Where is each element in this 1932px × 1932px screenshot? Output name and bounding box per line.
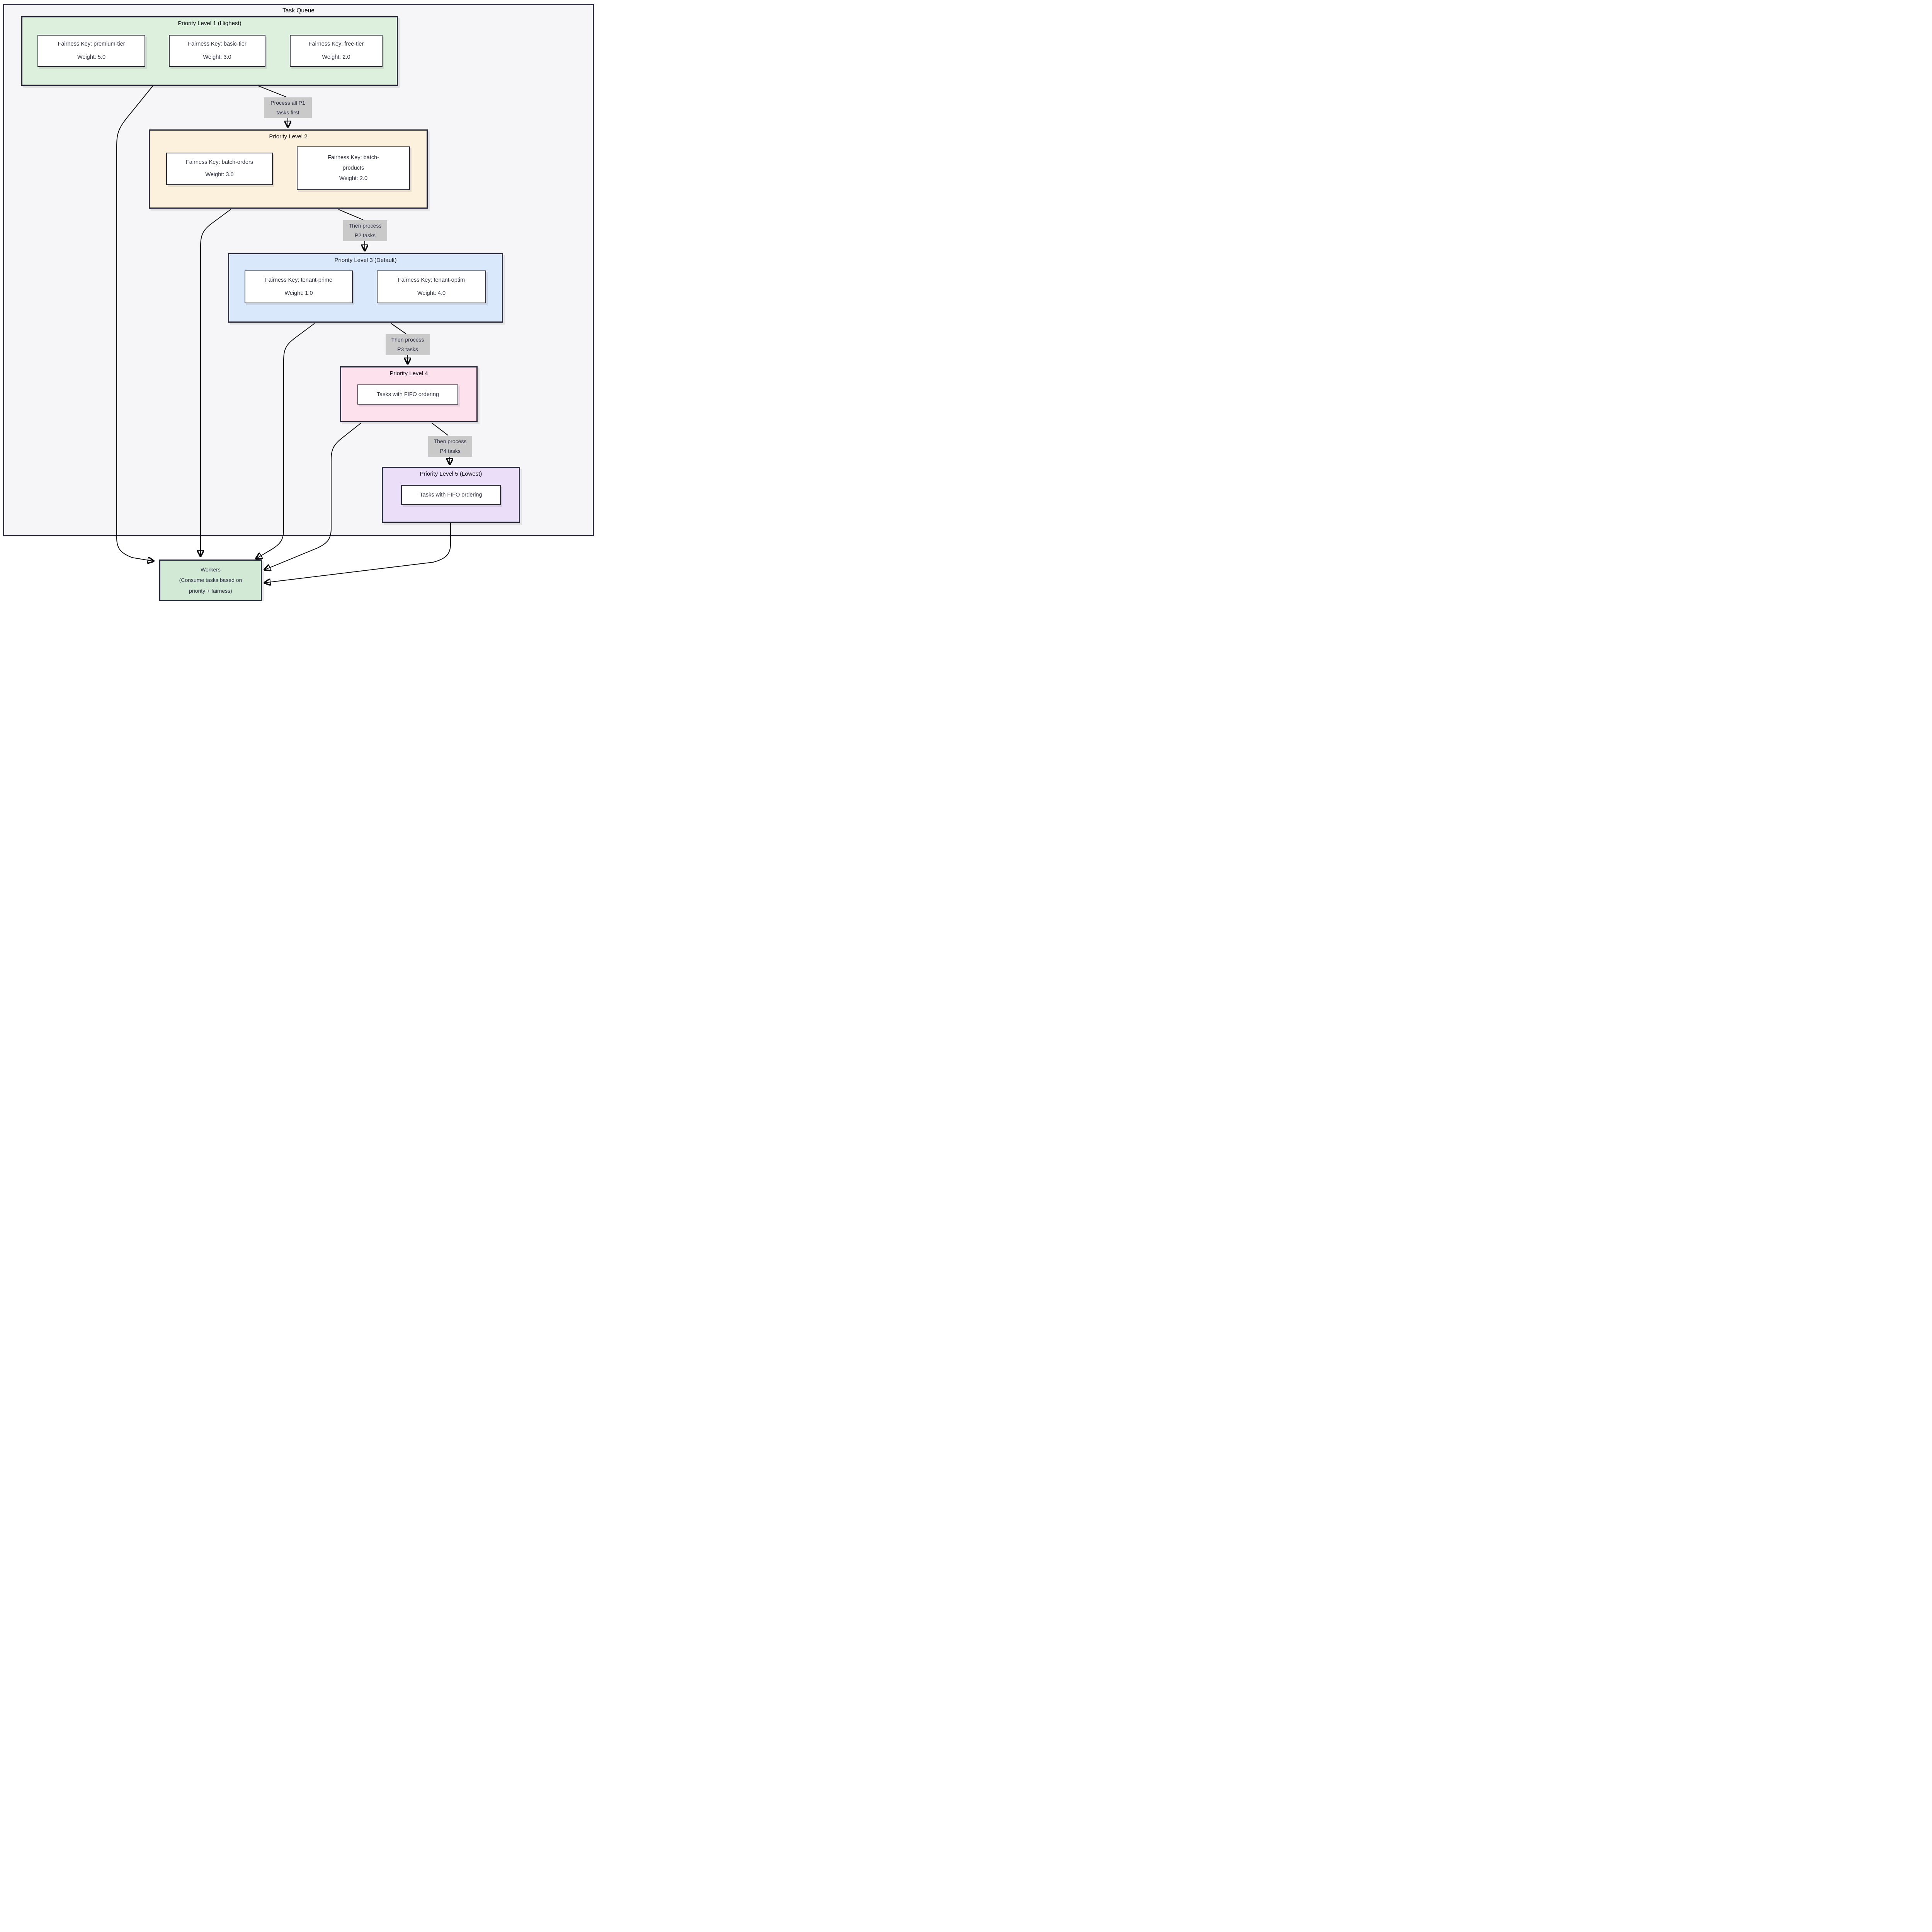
cluster-priority-2-title: Priority Level 2 bbox=[269, 133, 308, 140]
edge-p4-to-workers bbox=[265, 423, 361, 570]
cluster-priority-1-title: Priority Level 1 (Highest) bbox=[178, 20, 242, 27]
cluster-priority-5-title: Priority Level 5 (Lowest) bbox=[420, 471, 482, 477]
edge-p3-to-workers bbox=[257, 323, 315, 558]
node-workers: Workers (Consume tasks based on priority… bbox=[159, 560, 262, 601]
node-basic-tier: Fairness Key: basic-tier Weight: 3.0 bbox=[169, 35, 265, 67]
edge-p1-to-workers bbox=[116, 86, 153, 561]
edge-p1-to-label bbox=[258, 85, 287, 97]
node-tenant-prime: Fairness Key: tenant-prime Weight: 1.0 bbox=[245, 270, 353, 303]
edge-p2-to-label bbox=[338, 209, 364, 220]
node-free-tier: Fairness Key: free-tier Weight: 2.0 bbox=[290, 35, 383, 67]
flowchart: Task Queue Priority Level 1 (Highest) Fa… bbox=[0, 0, 596, 601]
node-tenant-optim: Fairness Key: tenant-optim Weight: 4.0 bbox=[377, 270, 486, 303]
edge-label-p1-p2: Process all P1 tasks first bbox=[264, 97, 312, 119]
edge-p3-to-label bbox=[391, 323, 406, 334]
edge-label-p4-p5: Then process P4 tasks bbox=[428, 436, 472, 457]
edge-p2-to-workers bbox=[201, 209, 231, 556]
node-batch-orders: Fairness Key: batch-orders Weight: 3.0 bbox=[166, 153, 273, 185]
cluster-priority-4-title: Priority Level 4 bbox=[389, 370, 428, 377]
node-fifo-p5: Tasks with FIFO ordering bbox=[401, 485, 501, 505]
edge-label-p3-p4: Then process P3 tasks bbox=[386, 334, 430, 355]
edge-p5-to-workers bbox=[265, 523, 451, 583]
cluster-priority-3-title: Priority Level 3 (Default) bbox=[334, 257, 397, 264]
node-premium-tier: Fairness Key: premium-tier Weight: 5.0 bbox=[37, 35, 145, 67]
edge-label-p2-p3: Then process P2 tasks bbox=[343, 220, 387, 242]
node-batch-products: Fairness Key: batch- products Weight: 2.… bbox=[297, 146, 410, 190]
task-queue-title: Task Queue bbox=[282, 7, 315, 14]
edge-p4-to-label bbox=[432, 423, 449, 436]
edges-layer bbox=[116, 85, 596, 601]
node-fifo-p4: Tasks with FIFO ordering bbox=[357, 384, 458, 405]
